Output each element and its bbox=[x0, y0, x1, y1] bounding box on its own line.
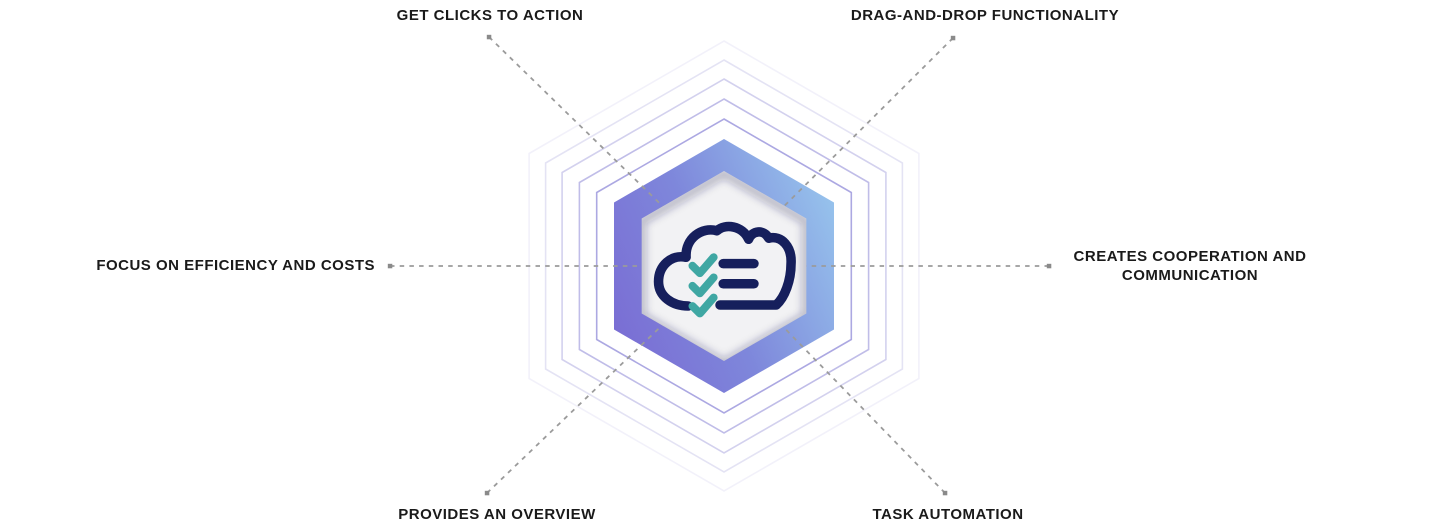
dot-bottom-right bbox=[942, 490, 948, 496]
hexagon-ring-4 bbox=[578, 98, 870, 434]
label-creates-cooperation-and-communication: CREATES COOPERATION AND COMMUNICATION bbox=[1073, 248, 1307, 284]
hexagon-ring-1 bbox=[528, 40, 920, 492]
cloud-checklist-icon bbox=[653, 221, 796, 318]
hexagon-ring-3 bbox=[561, 78, 887, 454]
hexagon-rings bbox=[528, 40, 920, 492]
label-focus-on-efficiency-and-costs: FOCUS ON EFFICIENCY AND COSTS bbox=[96, 257, 375, 274]
checklist-checkmarks bbox=[688, 253, 718, 318]
dot-left bbox=[387, 263, 393, 269]
dot-right bbox=[1046, 263, 1052, 269]
hexagon-ring-5 bbox=[595, 118, 853, 414]
hexagon-ring-2 bbox=[544, 59, 904, 473]
dot-top-left bbox=[486, 34, 492, 40]
dot-bottom-left bbox=[484, 490, 490, 496]
label-drag-and-drop-functionality: DRAG-AND-DROP FUNCTIONALITY bbox=[850, 7, 1120, 24]
cloud-outline bbox=[653, 221, 796, 311]
dot-top-right bbox=[950, 35, 956, 41]
checklist-lines bbox=[718, 258, 759, 289]
connector-dots bbox=[387, 34, 1052, 496]
label-task-automation: TASK AUTOMATION bbox=[872, 506, 1024, 523]
label-provides-an-overview: PROVIDES AN OVERVIEW bbox=[398, 506, 596, 523]
label-get-clicks-to-action: GET CLICKS TO ACTION bbox=[396, 7, 584, 24]
